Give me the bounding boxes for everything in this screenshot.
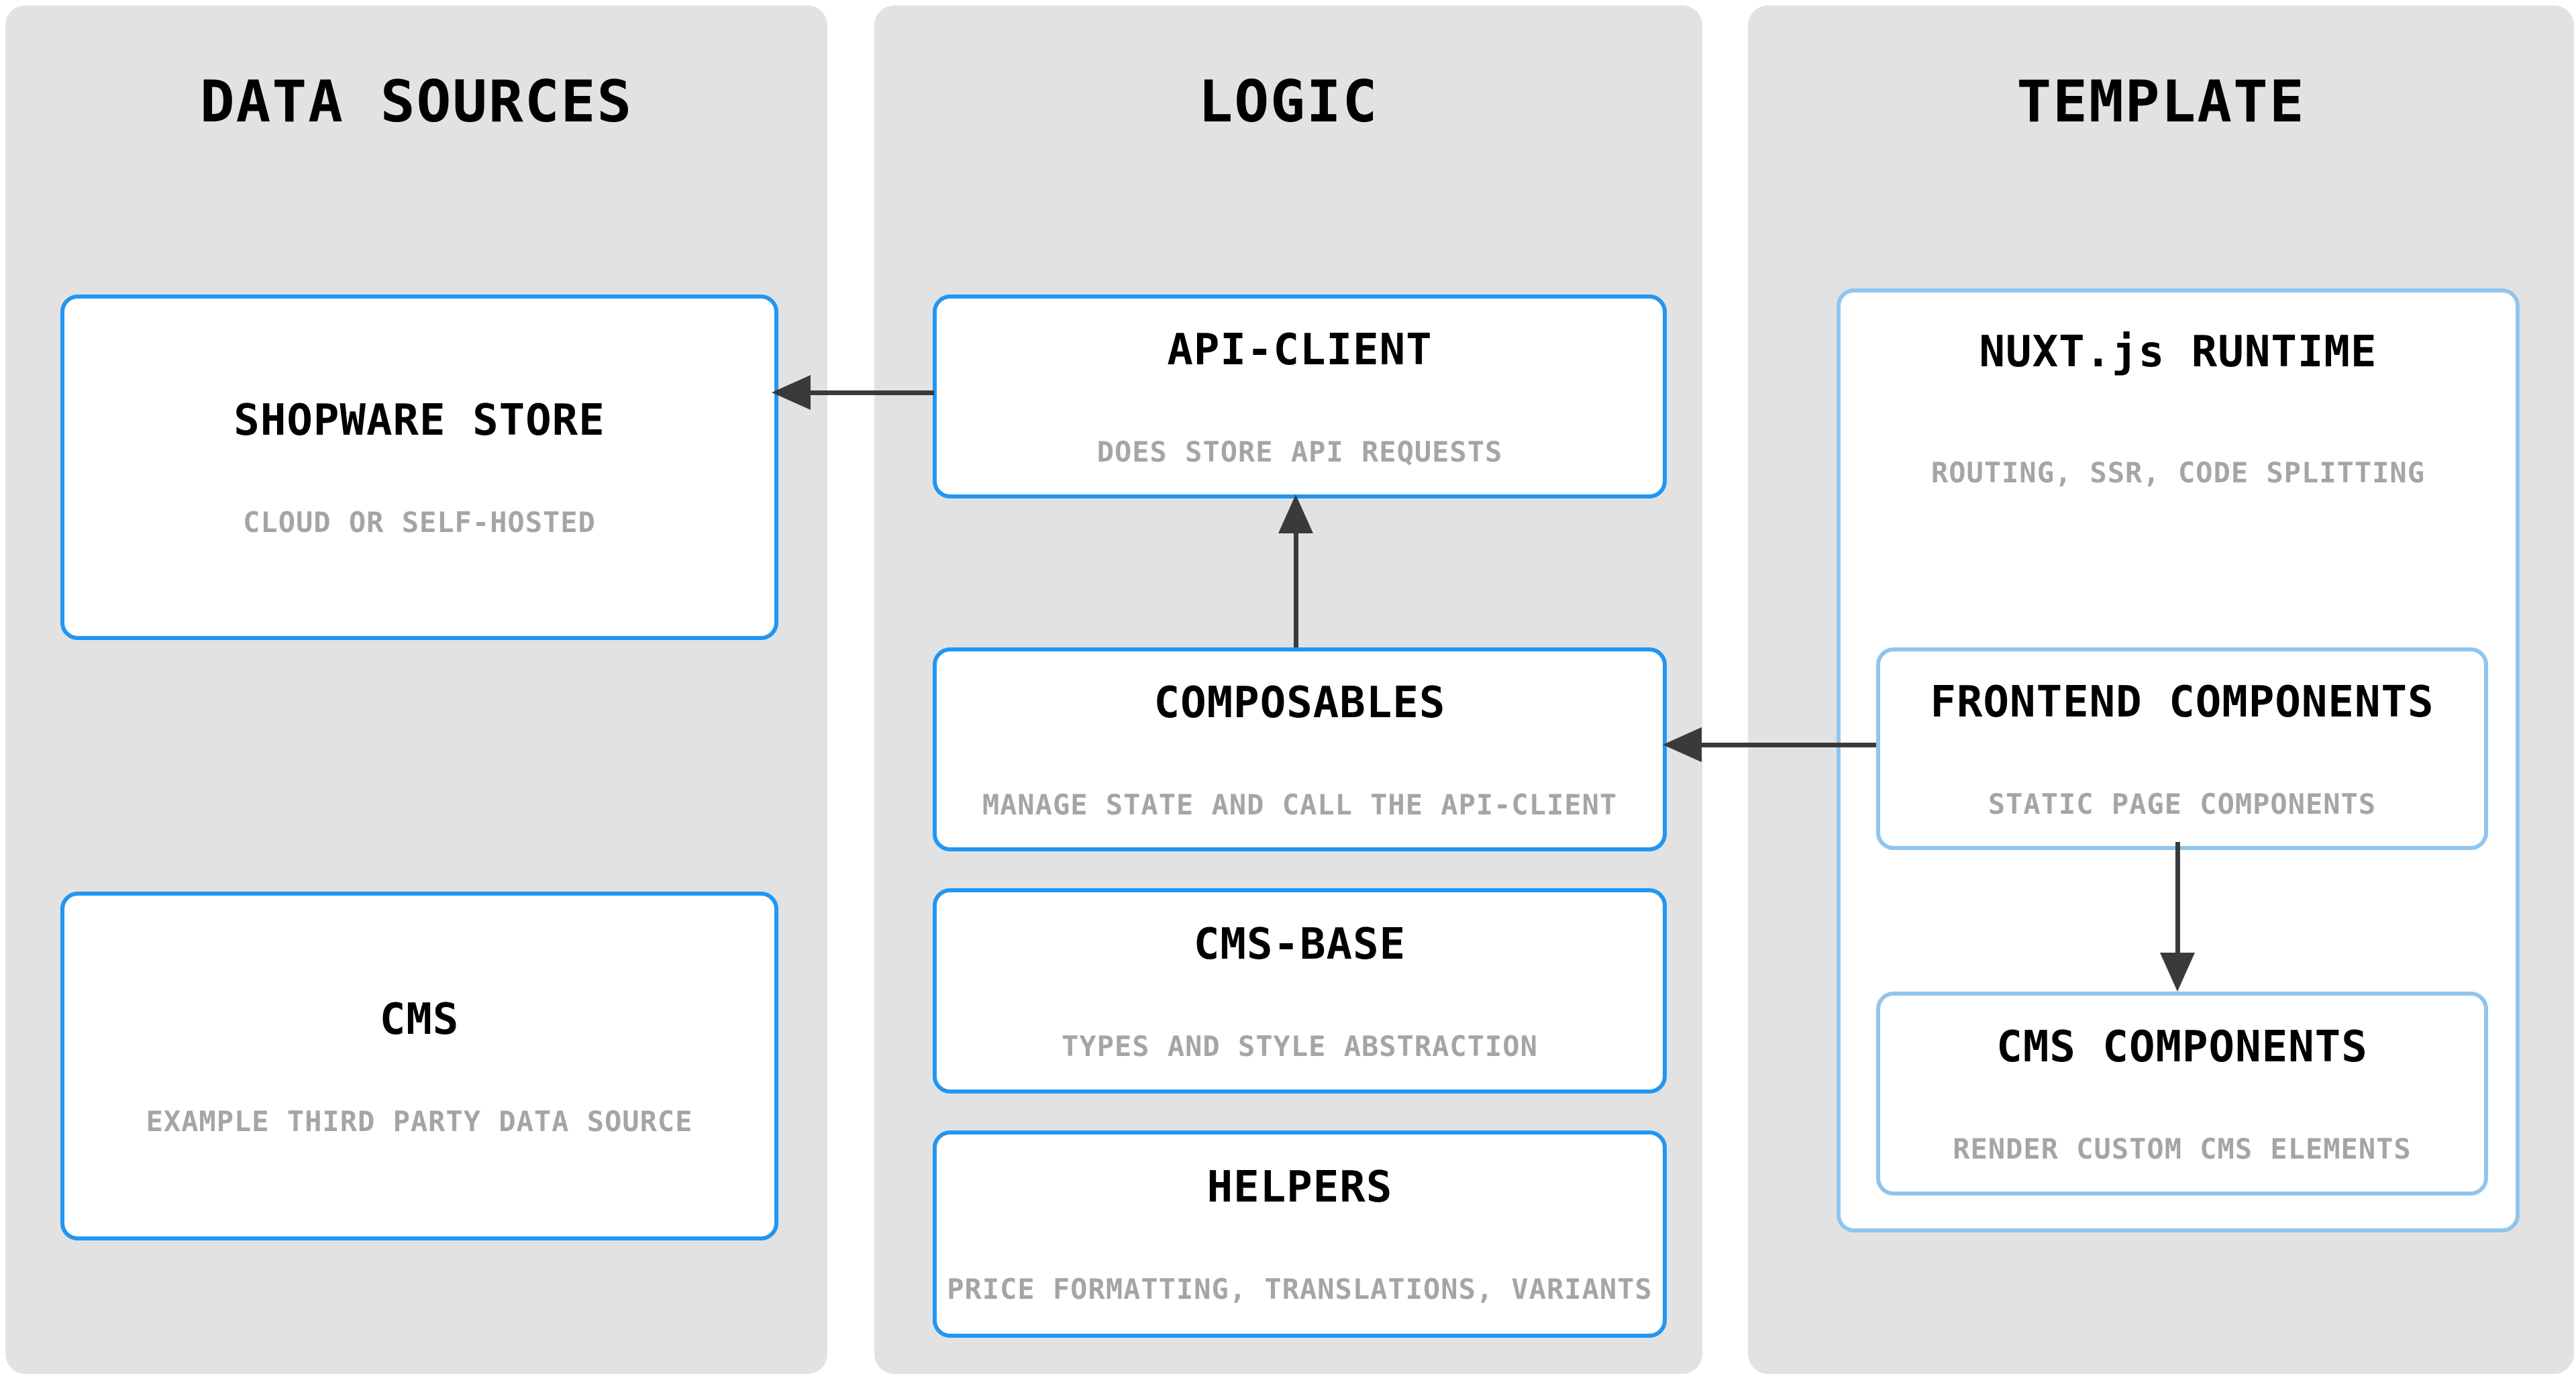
- edge-composables-to-api-client-line: [1294, 531, 1298, 647]
- node-frontend-components: FRONTEND COMPONENTS STATIC PAGE COMPONEN…: [1876, 647, 2488, 850]
- arrowhead-left-icon: [772, 375, 811, 410]
- node-cms: CMS EXAMPLE THIRD PARTY DATA SOURCE: [60, 892, 778, 1240]
- node-cms-title: CMS: [379, 994, 460, 1045]
- column-title-logic: LOGIC: [1198, 68, 1379, 136]
- edge-frontend-to-composables-line: [1700, 743, 1876, 747]
- node-frontend-components-subtitle: STATIC PAGE COMPONENTS: [1988, 787, 2377, 820]
- node-cms-base-title: CMS-BASE: [1193, 919, 1406, 969]
- node-helpers: HELPERS PRICE FORMATTING, TRANSLATIONS, …: [933, 1130, 1667, 1338]
- node-shopware-store-title: SHOPWARE STORE: [234, 396, 605, 445]
- node-helpers-title: HELPERS: [1206, 1163, 1393, 1212]
- node-cms-components: CMS COMPONENTS RENDER CUSTOM CMS ELEMENT…: [1876, 992, 2488, 1196]
- node-api-client-subtitle: DOES STORE API REQUESTS: [1096, 435, 1503, 468]
- arrowhead-up-icon: [1278, 494, 1313, 533]
- node-helpers-subtitle: PRICE FORMATTING, TRANSLATIONS, VARIANTS: [947, 1273, 1653, 1306]
- node-api-client-title: API-CLIENT: [1167, 325, 1433, 375]
- edge-api-client-to-shopware-line: [809, 390, 934, 395]
- arrowhead-down-icon: [2160, 953, 2195, 992]
- node-cms-subtitle: EXAMPLE THIRD PARTY DATA SOURCE: [146, 1104, 693, 1138]
- node-cms-base: CMS-BASE TYPES AND STYLE ABSTRACTION: [933, 888, 1667, 1094]
- node-cms-components-title: CMS COMPONENTS: [1996, 1022, 2368, 1072]
- node-composables: COMPOSABLES MANAGE STATE AND CALL THE AP…: [933, 647, 1667, 851]
- node-nuxt-runtime-subtitle: ROUTING, SSR, CODE SPLITTING: [1930, 456, 2425, 489]
- edge-frontend-to-cms-components-line: [2175, 842, 2180, 954]
- node-shopware-store: SHOPWARE STORE CLOUD OR SELF-HOSTED: [60, 295, 778, 640]
- node-nuxt-runtime-title: NUXT.js RUNTIME: [1979, 327, 2377, 377]
- column-title-data-sources: DATA SOURCES: [199, 68, 633, 136]
- arrowhead-left-icon: [1663, 727, 1702, 762]
- node-api-client: API-CLIENT DOES STORE API REQUESTS: [933, 295, 1667, 498]
- node-composables-subtitle: MANAGE STATE AND CALL THE API-CLIENT: [982, 788, 1618, 821]
- node-cms-components-subtitle: RENDER CUSTOM CMS ELEMENTS: [1953, 1132, 2412, 1165]
- node-composables-title: COMPOSABLES: [1153, 678, 1446, 728]
- node-cms-base-subtitle: TYPES AND STYLE ABSTRACTION: [1062, 1029, 1538, 1063]
- column-title-template: TEMPLATE: [2016, 68, 2306, 136]
- node-shopware-store-subtitle: CLOUD OR SELF-HOSTED: [243, 506, 596, 539]
- node-frontend-components-title: FRONTEND COMPONENTS: [1930, 677, 2434, 727]
